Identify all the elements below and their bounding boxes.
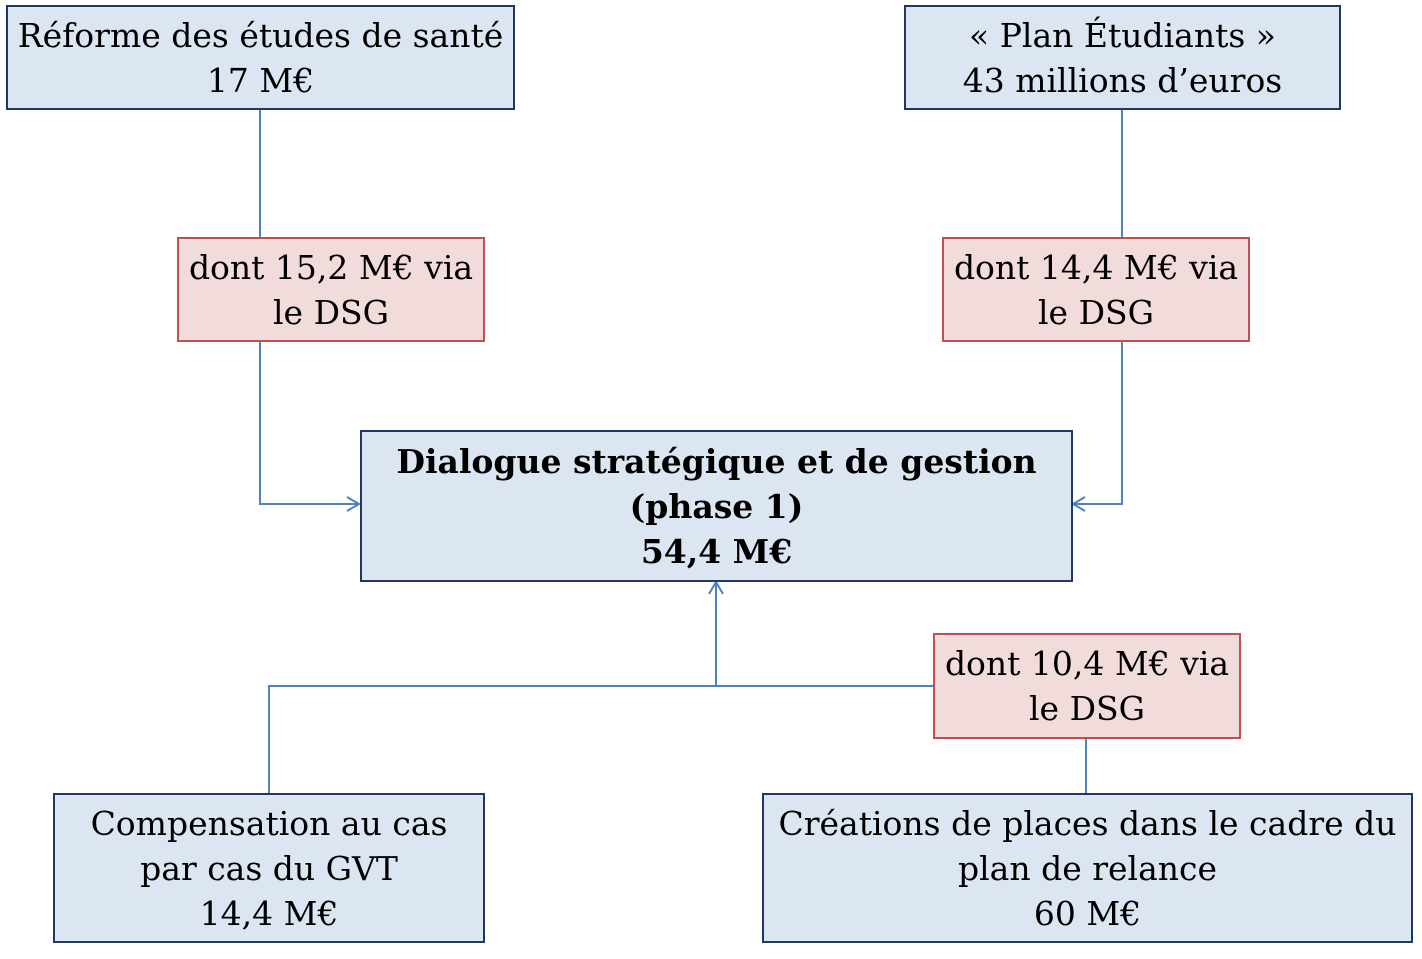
dsg-left-amount: dont 15,2 M€ via: [188, 247, 474, 287]
gvt-box: Compensation au cas par cas du GVT 14,4 …: [53, 793, 485, 943]
creations-title-line2: plan de relance: [957, 848, 1218, 888]
connector-dsg-left-to-center: [259, 342, 359, 505]
dsg-left-label: le DSG: [273, 292, 389, 332]
plan-etudiants-title: « Plan Étudiants »: [969, 15, 1276, 55]
dialogue-amount: 54,4 M€: [640, 531, 793, 571]
dialogue-title: Dialogue stratégique et de gestion: [396, 441, 1037, 481]
dialogue-strategique-box: Dialogue stratégique et de gestion (phas…: [360, 430, 1073, 582]
connector-bottom-horizontal: [268, 685, 933, 793]
dialogue-phase: (phase 1): [629, 486, 804, 526]
dsg-right-box: dont 14,4 M€ via le DSG: [942, 237, 1250, 342]
dsg-left-box: dont 15,2 M€ via le DSG: [177, 237, 485, 342]
gvt-title-line2: par cas du GVT: [140, 848, 398, 888]
creations-title-line1: Créations de places dans le cadre du: [778, 803, 1397, 843]
reforme-title: Réforme des études de santé: [17, 15, 504, 55]
arrowhead-up: [708, 580, 724, 595]
plan-etudiants-amount: 43 millions d’euros: [962, 60, 1283, 100]
dsg-bottom-amount: dont 10,4 M€ via: [944, 644, 1230, 683]
creations-places-box: Créations de places dans le cadre du pla…: [762, 793, 1413, 943]
dsg-right-label: le DSG: [1038, 292, 1154, 332]
reforme-amount: 17 M€: [206, 60, 315, 100]
arrowhead-right: [1071, 496, 1086, 512]
reforme-box: Réforme des études de santé 17 M€: [6, 5, 515, 110]
connector-dsg-right-to-center: [1073, 342, 1123, 505]
creations-amount: 60 M€: [1033, 893, 1142, 933]
dsg-bottom-label: le DSG: [1029, 689, 1145, 728]
plan-etudiants-box: « Plan Étudiants » 43 millions d’euros: [904, 5, 1341, 110]
dsg-bottom-box: dont 10,4 M€ via le DSG: [933, 633, 1241, 739]
gvt-title-line1: Compensation au cas: [90, 803, 448, 843]
arrowhead-left: [346, 496, 361, 512]
gvt-amount: 14,4 M€: [199, 893, 339, 933]
dsg-right-amount: dont 14,4 M€ via: [953, 247, 1239, 287]
